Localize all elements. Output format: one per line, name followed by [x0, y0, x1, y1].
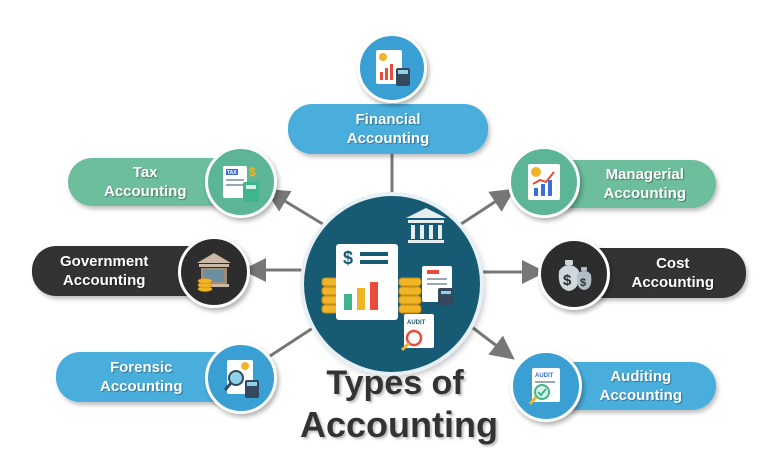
tax-icon-circle: TAX $: [205, 146, 277, 218]
auditing-icon-circle: AUDIT: [510, 350, 582, 422]
diagram-title-line2: Accounting: [300, 404, 498, 445]
financial-line1: Financial: [355, 111, 421, 128]
managerial-icon-circle: [508, 146, 580, 218]
calculator-document-icon: [422, 266, 454, 306]
connector-forensic: [269, 320, 323, 358]
tax-calculator-icon: TAX $: [223, 165, 259, 202]
managerial-line2: Accounting: [603, 185, 687, 202]
government-line2: Accounting: [62, 272, 146, 289]
audit-document-icon: AUDIT: [528, 368, 560, 405]
audit-document-icon: AUDIT: [400, 314, 434, 352]
connector-tax: [264, 188, 327, 228]
auditing-line2: Accounting: [599, 387, 683, 404]
tax-line2: Accounting: [104, 183, 187, 200]
diagram-title-line1: Types of: [326, 364, 464, 402]
forensic-icon-circle: [205, 342, 277, 414]
center-accounting-circle: $: [304, 196, 480, 372]
tax-tag-label: TAX: [227, 170, 237, 176]
growth-chart-icon: [528, 164, 560, 200]
financial-icon-circle: [357, 33, 427, 103]
accounting-report-icon: $: [321, 208, 454, 352]
tax-line1: Tax: [132, 164, 158, 181]
audit-tag-label: AUDIT: [407, 320, 426, 326]
node-financial-accounting: Financial Accounting: [288, 104, 488, 154]
svg-text:$: $: [249, 165, 256, 179]
cost-line1: Cost: [656, 255, 690, 272]
svg-text:$: $: [580, 277, 586, 289]
government-icon-circle: [178, 236, 250, 308]
managerial-line1: Managerial: [605, 166, 684, 183]
cost-icon-circle: $ $: [538, 238, 610, 310]
financial-line2: Accounting: [346, 130, 430, 147]
government-building-icon: [197, 253, 231, 292]
money-bags-icon: $ $: [558, 260, 592, 291]
bank-icon: [406, 208, 446, 243]
svg-text:$: $: [343, 248, 353, 268]
government-line1: Government: [60, 253, 149, 270]
financial-report-icon: [376, 50, 410, 86]
magnifier-document-icon: [223, 360, 259, 398]
svg-text:$: $: [563, 272, 572, 289]
connector-managerial: [457, 188, 516, 228]
cost-line2: Accounting: [631, 274, 715, 291]
audit-tag-label: AUDIT: [535, 373, 554, 379]
forensic-line2: Accounting: [100, 378, 183, 395]
forensic-line1: Forensic: [109, 359, 173, 376]
auditing-line1: Auditing: [610, 368, 672, 385]
